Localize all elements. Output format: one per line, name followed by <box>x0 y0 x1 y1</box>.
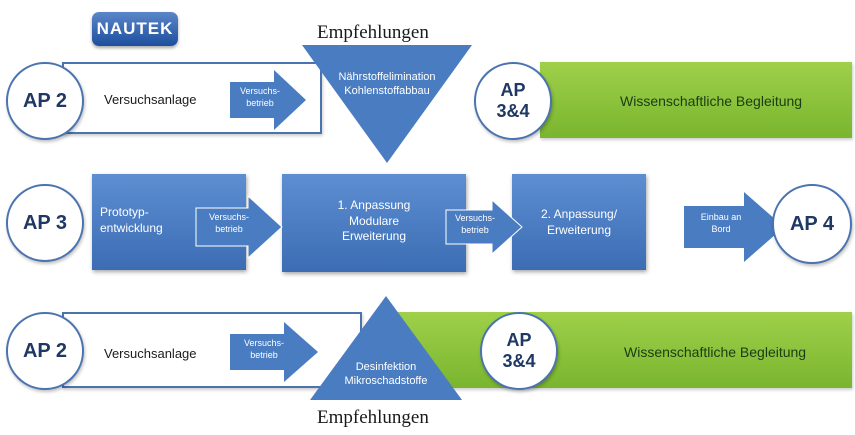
row1-science-band <box>540 62 852 138</box>
recommendations-label-top: Empfehlungen <box>317 22 429 43</box>
row3-triangle-shape <box>310 296 462 400</box>
row2-arrow2-shape <box>445 198 523 256</box>
row3-ap-left-circle: AP 2 <box>6 312 84 390</box>
row1-ap-left-circle: AP 2 <box>6 62 84 140</box>
row1-arrow-label: Versuchs- betrieb <box>239 86 281 108</box>
row2-ap-left-label: AP 3 <box>22 211 68 234</box>
recommendations-label-bottom: Empfehlungen <box>317 407 429 428</box>
row2-arrow3-label: Einbau an Bord <box>700 212 742 234</box>
row1-facility-label: Versuchsanlage <box>104 92 197 107</box>
row2-ap-right-circle: AP 4 <box>772 184 852 264</box>
row3-ap-right-circle: AP 3&4 <box>480 312 558 390</box>
row1-band-label: Wissenschaftliche Begleitung <box>620 93 803 109</box>
row2-box-adaptation1 <box>282 174 466 272</box>
row3-arrow-label: Versuchs- betrieb <box>243 338 285 360</box>
row2-box-adaptation1-label: 1. Anpassung Modulare Erweiterung <box>337 198 411 244</box>
row2-arrow2-label: Versuchs- betrieb <box>454 213 496 235</box>
row2-arrow1-label: Versuchs- betrieb <box>208 212 250 234</box>
row3-ap-left-label: AP 2 <box>22 339 68 362</box>
row3-triangle-label: Desinfektion Mikroschadstoffe <box>344 361 428 388</box>
row3-facility-label: Versuchsanlage <box>104 346 197 361</box>
row1-triangle-label: Nährstoffelimination Kohlenstoffabbau <box>338 71 436 98</box>
row2-box-adaptation2 <box>512 174 646 270</box>
row1-ap-right-label: AP 3&4 <box>496 80 530 121</box>
row3-arrow-shape <box>230 322 318 382</box>
row2-arrow1-shape <box>195 194 283 260</box>
row2-box-prototype-label: Prototyp- entwicklung <box>100 205 163 235</box>
row3-band-label: Wissenschaftliche Begleitung <box>624 344 807 360</box>
row2-ap-right-label: AP 4 <box>789 212 835 235</box>
row3-ap-right-label: AP 3&4 <box>502 330 536 371</box>
nautek-logo: NAUTEK <box>92 12 178 46</box>
row1-ap-right-circle: AP 3&4 <box>474 62 552 140</box>
row1-triangle-shape <box>302 45 472 163</box>
row2-ap-left-circle: AP 3 <box>6 184 84 262</box>
row2-box-adaptation2-label: 2. Anpassung/ Erweiterung <box>540 207 618 237</box>
row2-arrow3-shape <box>684 192 784 262</box>
row1-ap-left-label: AP 2 <box>22 89 68 112</box>
row1-arrow-shape <box>230 70 306 130</box>
row3-science-band <box>392 312 852 388</box>
